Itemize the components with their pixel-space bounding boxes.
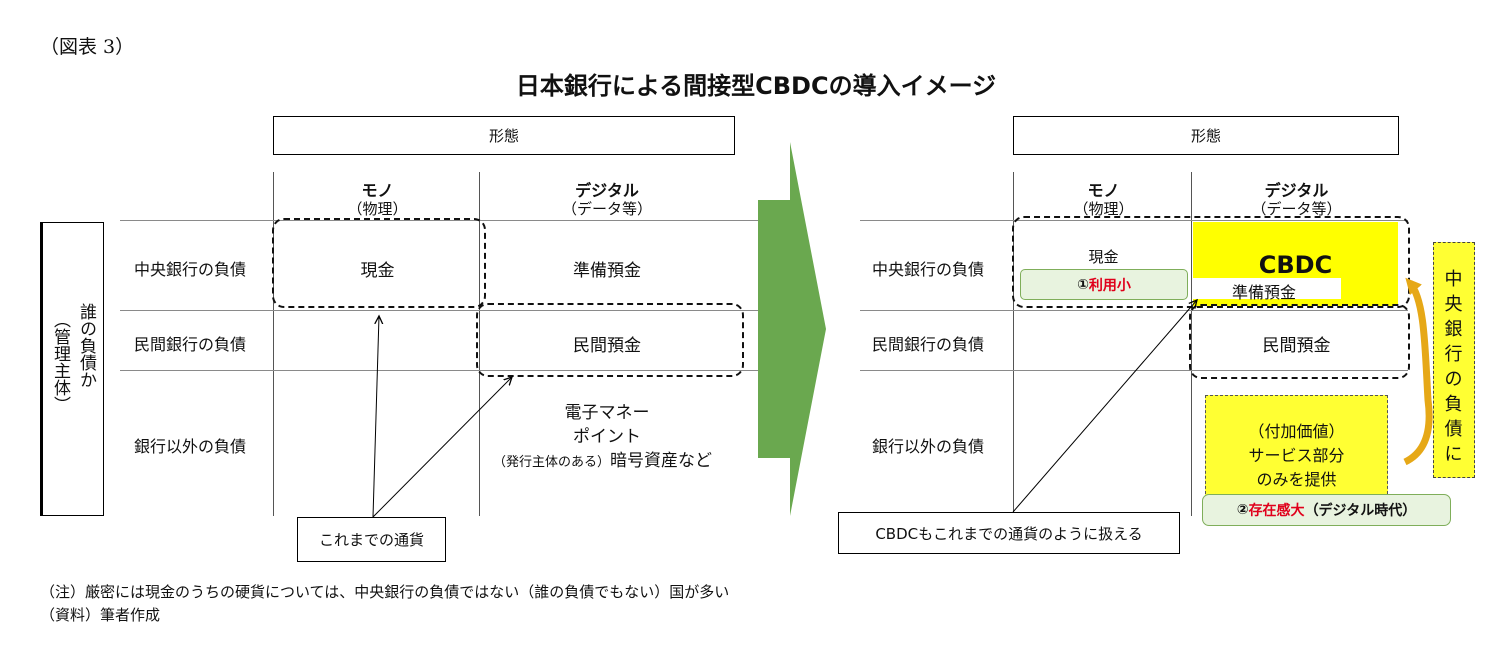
diagram-title: 日本銀行による間接型CBDCの導入イメージ [515,72,997,100]
left-private-deposit: 民間預金 [573,336,641,356]
left-row-non-bank: 銀行以外の負債 [134,437,247,456]
reserve-plate [1193,278,1341,299]
side-note-char: の [1444,369,1463,390]
left-row-central-bank: 中央銀行の負債 [134,260,247,279]
side-note-char: に [1444,444,1463,465]
side-note-char: 行 [1444,344,1463,365]
left-grid-vline-1 [273,172,274,516]
left-crypto-assets: 暗号資産など [610,451,713,471]
badge-low-usage-text: 利用小 [1088,277,1131,294]
right-col1-name: モノ [1087,181,1120,200]
right-grid-hline-1 [860,220,1408,221]
right-callout-box: CBDCもこれまでの通貨のように扱える [838,512,1180,554]
right-col2-sub: （データ等） [1251,200,1342,218]
right-row-central-bank: 中央銀行の負債 [872,260,985,279]
right-dashed-deposit [1189,304,1410,379]
right-private-deposit: 民間預金 [1262,336,1331,356]
left-crypto: （発行主体のある）暗号資産など [493,446,712,471]
left-cash: 現金 [360,261,395,281]
left-dashed-cash [272,218,486,308]
left-col1-name: モノ [361,181,394,200]
side-note-char: 債 [1444,419,1463,440]
left-grid-hline-3 [120,370,765,371]
right-header-form: 形態 [1013,116,1399,155]
badge-big-presence-number: ② [1236,502,1249,518]
left-grid-hline-2 [120,310,765,311]
side-note-char: 央 [1444,294,1463,315]
left-col2-name: デジタル [575,181,639,200]
right-dashed-central [1012,216,1410,308]
right-col1-sub: （物理） [1073,200,1134,218]
transition-arrow [758,142,826,516]
left-grid-hline-1 [120,220,765,221]
left-grid-vline-2 [479,172,480,516]
right-reserve: 準備預金 [1232,283,1297,302]
value-add-line3: のみを提供 [1256,470,1337,489]
axis-label-sub: （管理主体） [50,311,70,413]
left-col1-sub: （物理） [347,200,408,218]
value-add-box [1205,395,1388,499]
side-note-char: 負 [1444,394,1463,415]
footnote-note: （注）厳密には現金のうちの硬貨については、中央銀行の負債ではない（誰の負債でもな… [40,583,730,601]
right-col2-name: デジタル [1264,181,1329,200]
right-cash: 現金 [1088,248,1119,266]
left-emoney: 電子マネー [564,403,650,423]
left-dashed-deposit [476,303,744,377]
axis-label-main: 誰の負債か [76,303,96,388]
transition-arrow-shape [758,142,826,516]
left-row-private-bank: 民間銀行の負債 [134,335,247,354]
footnote-source: （資料）筆者作成 [40,606,161,624]
vertical-axis-box: 誰の負債か （管理主体） [40,222,104,516]
left-crypto-qualifier: （発行主体のある） [493,455,611,470]
value-add-line2: サービス部分 [1248,446,1345,465]
left-header-form: 形態 [273,116,735,155]
side-note-text: 中 央 銀 行 の 負 債 に [1434,267,1473,467]
badge-low-usage-number: ① [1077,276,1089,293]
left-callout-box: これまでの通貨 [297,517,446,562]
cbdc-label: CBDC [1258,251,1333,279]
left-callout-arrow-cash [372,316,379,518]
side-note-char: 銀 [1444,319,1463,340]
right-row-private-bank: 民間銀行の負債 [872,335,985,354]
side-note-box: 中 央 銀 行 の 負 債 に [1433,242,1475,478]
figure-label: （図表 3） [40,36,135,58]
left-col2-sub: （データ等） [561,200,652,218]
badge-big-presence-red: 存在感大 [1248,503,1305,519]
value-add-line1: （付加価値） [1248,422,1345,441]
badge-big-presence-rest: （デジタル時代） [1304,503,1417,519]
left-points: ポイント [573,427,641,447]
right-callout-arrow-cbdc [1012,300,1197,513]
right-row-non-bank: 銀行以外の負債 [872,437,985,456]
side-note-char: 中 [1444,269,1463,290]
left-reserve: 準備預金 [573,261,641,281]
